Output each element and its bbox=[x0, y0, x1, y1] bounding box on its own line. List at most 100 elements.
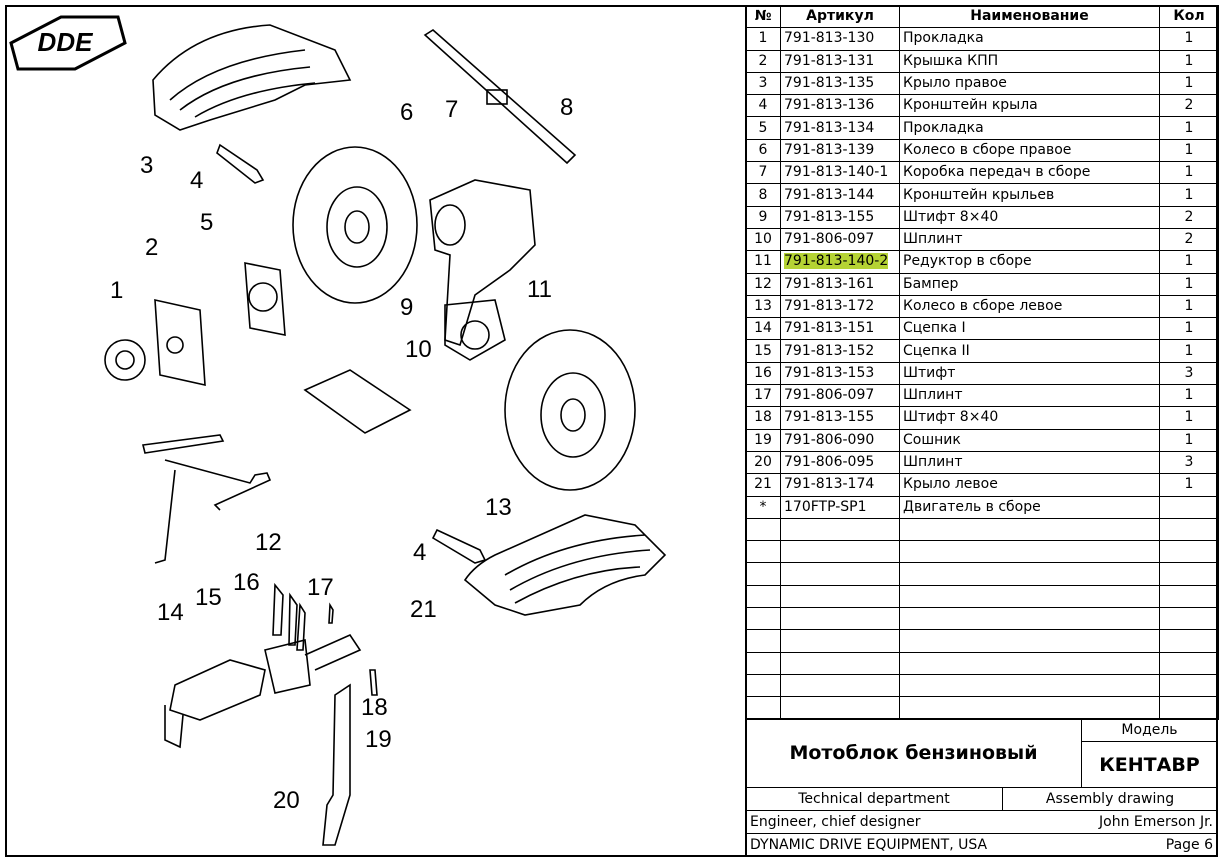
row-article: 791-813-135 bbox=[780, 71, 900, 96]
row-no-text: 17 bbox=[754, 387, 772, 404]
row-name-text: Сцепка II bbox=[903, 342, 970, 359]
row-article-text: 791-813-139 bbox=[784, 141, 875, 158]
row-article-text: 791-813-140-2 bbox=[784, 253, 889, 270]
fender-bar bbox=[423, 29, 577, 165]
row-no: 21 bbox=[745, 473, 781, 497]
row-qty-text: 1 bbox=[1184, 141, 1194, 158]
table-row: 17 791-806-097 Шплинт 1 bbox=[745, 384, 1219, 408]
row-article: 791-813-155 bbox=[780, 406, 900, 430]
callout-labels: 1 2 3 4 5 6 7 8 9 10 11 12 13 4 15 16 17… bbox=[110, 94, 573, 814]
row-no: 20 bbox=[745, 450, 781, 475]
row-qty-text: 1 bbox=[1184, 298, 1194, 314]
row-no-text: 16 bbox=[754, 364, 772, 381]
row-no: 8 bbox=[745, 183, 781, 207]
row-article-text: 791-806-095 bbox=[784, 454, 875, 471]
row-article-text: 170FTP-SP1 bbox=[784, 498, 867, 515]
callout-4: 4 bbox=[190, 167, 203, 194]
row-no-text: 10 bbox=[754, 231, 772, 248]
gearbox bbox=[429, 179, 536, 347]
row-qty: 1 bbox=[1159, 71, 1219, 96]
empty-cell bbox=[745, 540, 781, 564]
row-qty: 1 bbox=[1159, 161, 1219, 185]
empty-cell bbox=[1159, 651, 1219, 675]
empty-cell bbox=[780, 607, 900, 631]
row-article: 791-813-134 bbox=[780, 116, 900, 140]
row-qty-text: 1 bbox=[1184, 52, 1194, 69]
empty-row bbox=[745, 517, 1219, 542]
row-name-text: Колесо в сборе правое bbox=[903, 141, 1072, 158]
empty-cell bbox=[1159, 607, 1219, 631]
row-name: Шплинт bbox=[899, 450, 1160, 475]
row-qty: 2 bbox=[1159, 94, 1219, 118]
row-name: Сошник bbox=[899, 428, 1160, 452]
empty-cell bbox=[780, 651, 900, 675]
row-name: Крышка КПП bbox=[899, 49, 1160, 73]
company-row: DYNAMIC DRIVE EQUIPMENT, USA Page 6 bbox=[745, 833, 1218, 857]
callout-3: 3 bbox=[140, 152, 153, 179]
empty-cell bbox=[899, 651, 1160, 675]
mounting-plate bbox=[303, 369, 412, 434]
row-name: Прокладка bbox=[899, 27, 1160, 51]
callout-9: 9 bbox=[400, 294, 413, 321]
gasket bbox=[244, 262, 286, 336]
row-name-text: Кронштейн крыльев bbox=[903, 186, 1055, 203]
row-article-text: 791-806-097 bbox=[784, 387, 875, 404]
empty-cell bbox=[1159, 517, 1219, 542]
row-name-text: Прокладка bbox=[903, 30, 984, 47]
row-article-text: 791-813-153 bbox=[784, 364, 875, 381]
row-name-text: Кронштейн крыла bbox=[903, 97, 1038, 114]
empty-cell bbox=[899, 629, 1160, 653]
row-article-text: 791-813-144 bbox=[784, 186, 875, 203]
row-name-text: Штифт 8×40 bbox=[903, 409, 999, 426]
department: Technical department bbox=[745, 787, 1003, 811]
row-article-text: 791-813-161 bbox=[784, 275, 875, 292]
empty-cell bbox=[745, 562, 781, 586]
row-qty-text: 1 bbox=[1184, 387, 1194, 404]
row-no-text: 3 bbox=[758, 75, 768, 92]
empty-cell bbox=[1159, 584, 1219, 609]
row-qty: 1 bbox=[1159, 138, 1219, 163]
row-no-text: 4 bbox=[758, 97, 768, 114]
row-article: 791-806-097 bbox=[780, 227, 900, 252]
row-no-text: 20 bbox=[754, 454, 772, 471]
row-no-text: * bbox=[759, 498, 767, 515]
row-qty-text: 1 bbox=[1184, 275, 1194, 292]
table-row: 20 791-806-095 Шплинт 3 bbox=[745, 450, 1219, 475]
empty-cell bbox=[899, 673, 1160, 698]
row-qty: 1 bbox=[1159, 428, 1219, 452]
row-article-text: 791-813-172 bbox=[784, 298, 875, 314]
row-qty: 1 bbox=[1159, 27, 1219, 51]
row-name: Колесо в сборе правое bbox=[899, 138, 1160, 163]
row-article: 791-813-161 bbox=[780, 272, 900, 296]
row-article: 791-813-155 bbox=[780, 205, 900, 229]
plough-share bbox=[322, 683, 351, 846]
row-qty-text: 1 bbox=[1184, 30, 1194, 47]
empty-row bbox=[745, 651, 1219, 675]
empty-cell bbox=[745, 629, 781, 653]
empty-row bbox=[745, 673, 1219, 698]
row-name-text: Шплинт bbox=[903, 387, 963, 404]
row-qty-text: 1 bbox=[1184, 320, 1194, 337]
row-name-text: Прокладка bbox=[903, 119, 984, 136]
empty-cell bbox=[899, 562, 1160, 586]
col-header-article: Артикул bbox=[780, 4, 900, 29]
row-name: Штифт bbox=[899, 361, 1160, 386]
row-article: 791-806-097 bbox=[780, 384, 900, 408]
row-qty-text: 3 bbox=[1184, 454, 1194, 471]
empty-row bbox=[745, 584, 1219, 609]
callout-15: 15 bbox=[195, 584, 222, 611]
row-article: 791-806-095 bbox=[780, 450, 900, 475]
row-article: 170FTP-SP1 bbox=[780, 495, 900, 519]
row-article-text: 791-813-135 bbox=[784, 75, 875, 92]
callout-14: 14 bbox=[157, 599, 184, 626]
row-no-text: 8 bbox=[758, 186, 768, 203]
empty-cell bbox=[780, 696, 900, 720]
